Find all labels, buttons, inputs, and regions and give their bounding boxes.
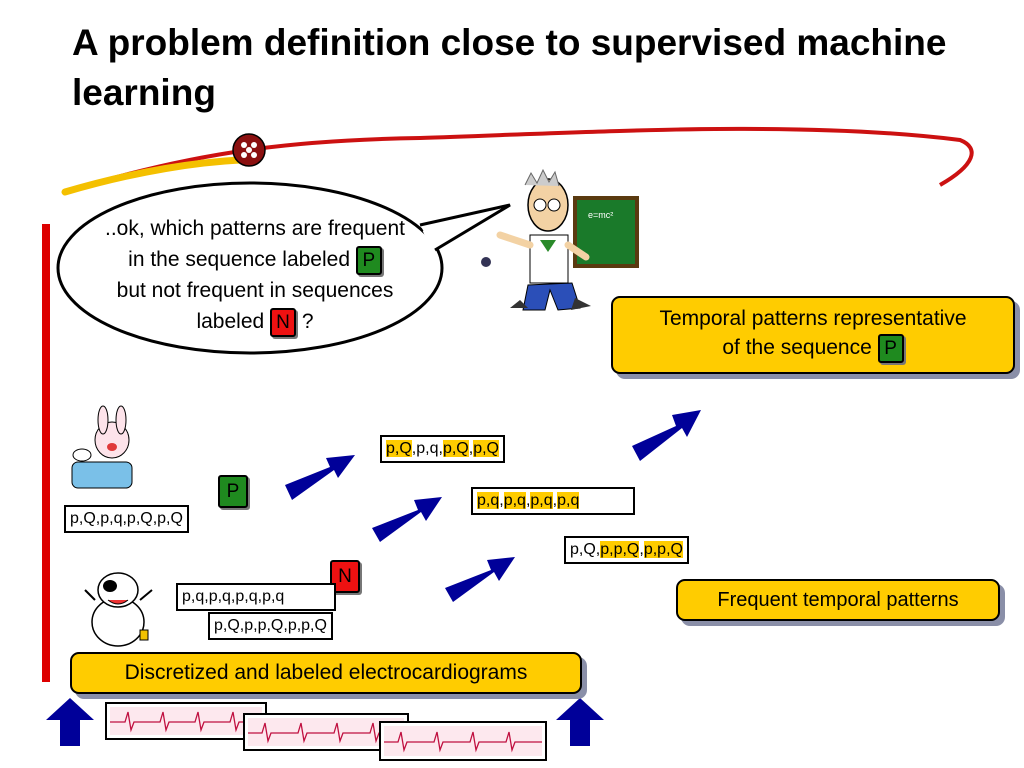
pattern-sequence-3: p,Q,p,p,Q,p,p,Q bbox=[564, 536, 689, 564]
pattern-2-segment: , bbox=[552, 492, 558, 509]
bubble-line-2: in the sequence labeled P bbox=[70, 244, 440, 275]
pattern-2-segment: p,q bbox=[477, 492, 500, 509]
ecg-strip-icon-3 bbox=[379, 721, 547, 761]
page-title: A problem definition close to supervised… bbox=[72, 22, 947, 113]
pattern-sequence-2: p,q,p,q,p,q,p,q bbox=[471, 487, 635, 515]
ecg-strip-icon-2 bbox=[243, 713, 409, 751]
representative-line-1: Temporal patterns representative bbox=[659, 307, 967, 330]
negative-sequence-n-tag: N bbox=[330, 560, 360, 593]
pattern-2-segment: p,q bbox=[503, 492, 526, 509]
pattern-3-segment: p,p,Q bbox=[643, 541, 683, 558]
pattern-3-segment: , bbox=[639, 541, 644, 558]
frequent-patterns-box: Frequent temporal patterns bbox=[676, 579, 1000, 621]
pattern-1-segment: p,Q bbox=[442, 440, 469, 457]
negative-sequence-2: p,Q,p,p,Q,p,p,Q bbox=[208, 612, 333, 640]
pattern-1-segment: p,Q bbox=[473, 440, 499, 457]
rabbit-illustration-icon bbox=[71, 405, 133, 489]
bubble-line-4: labeled N ? bbox=[70, 306, 440, 337]
ecg-label-box: Discretized and labeled electrocardiogra… bbox=[70, 652, 582, 694]
up-arrow-icon-left bbox=[46, 698, 94, 746]
representative-patterns-box: Temporal patterns representative of the … bbox=[611, 296, 1015, 374]
representative-line-2-text: of the sequence bbox=[722, 336, 872, 359]
big-arrow-icon-2 bbox=[372, 497, 442, 542]
pattern-2-segment: p,q bbox=[530, 492, 553, 509]
bubble-line-4-end: ? bbox=[296, 310, 314, 333]
speech-bubble-text: ..ok, which patterns are frequent in the… bbox=[70, 213, 440, 337]
label-n-badge: N bbox=[270, 307, 297, 337]
pattern-3-segment: p,p,Q bbox=[600, 541, 640, 558]
label-p-badge: P bbox=[355, 245, 382, 275]
left-red-bar bbox=[42, 224, 50, 682]
pattern-sequence-1: p,Q,p,q,p,Q,p,Q bbox=[380, 435, 505, 463]
bubble-line-2-text: in the sequence labeled bbox=[128, 248, 350, 271]
big-arrow-icon-1 bbox=[285, 455, 355, 500]
bubble-line-1: ..ok, which patterns are frequent bbox=[105, 217, 405, 240]
svg-text:e=mc²: e=mc² bbox=[588, 210, 613, 220]
pattern-1-segment: ,p,q, bbox=[411, 440, 443, 457]
positive-sequence-p-tag: P bbox=[218, 475, 248, 508]
ornament-ball-icon bbox=[232, 133, 266, 167]
pattern-2-segment: p,q bbox=[557, 492, 580, 509]
pattern-3-segment: p,Q, bbox=[570, 541, 601, 558]
pattern-2-segment: , bbox=[499, 492, 504, 509]
dog-illustration-icon bbox=[84, 572, 153, 647]
bubble-line-4-text: labeled bbox=[196, 310, 265, 333]
pattern-1-segment: p,Q bbox=[386, 440, 412, 457]
pattern-2-segment: , bbox=[525, 492, 531, 509]
professor-illustration-icon: e=mc² bbox=[481, 168, 639, 311]
bubble-line-3: but not frequent in sequences bbox=[116, 279, 394, 302]
positive-sequence: p,Q,p,q,p,Q,p,Q bbox=[64, 505, 189, 533]
representative-p-badge: P bbox=[877, 333, 904, 363]
big-arrow-icon-3 bbox=[445, 557, 515, 602]
pattern-1-segment: , bbox=[468, 440, 474, 457]
representative-line-2: of the sequence P bbox=[613, 333, 1013, 363]
up-arrow-icon-right bbox=[556, 698, 604, 746]
ecg-strip-icon-1 bbox=[105, 702, 267, 740]
title-swoosh bbox=[64, 126, 974, 194]
negative-sequence-1: p,q,p,q,p,q,p,q bbox=[176, 583, 336, 611]
big-arrow-icon-4 bbox=[632, 410, 701, 461]
